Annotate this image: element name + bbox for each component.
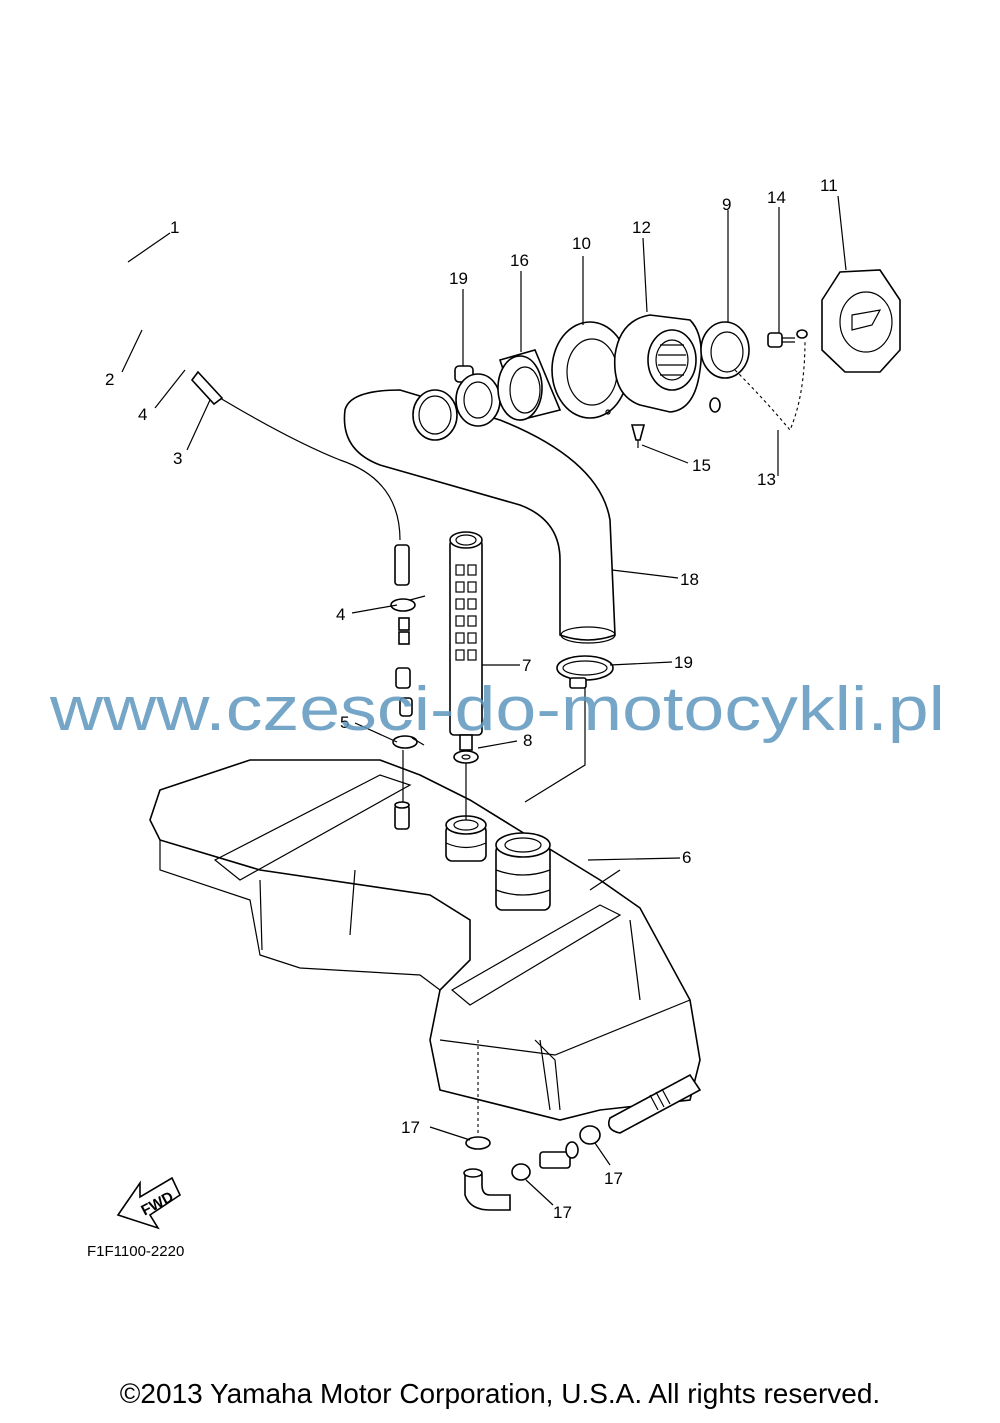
gasket-ring bbox=[412, 389, 458, 441]
clamp-17-left bbox=[465, 1040, 491, 1150]
hose-clamp-5 bbox=[392, 735, 425, 749]
callout-8: 8 bbox=[523, 731, 532, 750]
grommet-16 bbox=[497, 349, 562, 421]
cap-chain-13 bbox=[734, 339, 806, 432]
filler-neck-12 bbox=[613, 314, 703, 413]
hose-clamp-4 bbox=[390, 595, 426, 612]
clamp-17-right bbox=[579, 1125, 601, 1145]
fuel-tank bbox=[149, 759, 701, 1121]
pump-grommet bbox=[445, 815, 487, 862]
fwd-arrow: FWD bbox=[116, 1176, 182, 1230]
callout-17-bottom: 17 bbox=[553, 1203, 572, 1222]
hose-clamp-19-lower bbox=[556, 655, 614, 689]
callout-19-top: 19 bbox=[449, 269, 468, 288]
callout-17-right: 17 bbox=[604, 1169, 623, 1188]
filler-hose bbox=[343, 389, 616, 644]
clamp-17-mid bbox=[511, 1163, 531, 1181]
screw-14 bbox=[767, 329, 808, 348]
tank-vent-nipple bbox=[394, 801, 410, 830]
fuel-cap-11 bbox=[821, 269, 901, 373]
callout-6: 6 bbox=[682, 848, 691, 867]
fuel-line bbox=[190, 370, 410, 586]
callout-9: 9 bbox=[722, 195, 731, 214]
callout-11: 11 bbox=[820, 176, 838, 195]
callout-14: 14 bbox=[767, 188, 786, 207]
callout-4-mid: 4 bbox=[336, 605, 345, 624]
fuel-return-hose bbox=[607, 1073, 702, 1134]
callout-13: 13 bbox=[757, 470, 776, 489]
rivet-15 bbox=[630, 424, 646, 448]
callout-17-left: 17 bbox=[401, 1118, 420, 1137]
callout-1: 1 bbox=[170, 218, 179, 237]
callout-18: 18 bbox=[680, 570, 699, 589]
drawing-code: F1F1100-2220 bbox=[87, 1243, 184, 1260]
watermark: www.czesci-do-motocykli.pl bbox=[49, 675, 945, 744]
callout-2: 2 bbox=[105, 370, 114, 389]
callout-19-lower: 19 bbox=[674, 653, 693, 672]
washer bbox=[453, 750, 479, 764]
clamp-ring bbox=[455, 373, 501, 427]
callout-3: 3 bbox=[173, 449, 182, 468]
callout-16: 16 bbox=[510, 251, 529, 270]
callout-7: 7 bbox=[522, 656, 531, 675]
joint-fittings bbox=[395, 617, 413, 717]
callout-10: 10 bbox=[572, 234, 591, 253]
collar-9 bbox=[700, 321, 750, 413]
copyright-notice: ©2013 Yamaha Motor Corporation, U.S.A. A… bbox=[119, 1378, 881, 1409]
callout-5: 5 bbox=[340, 713, 349, 732]
drain-fitting bbox=[539, 1141, 579, 1169]
elbow-fitting bbox=[463, 1168, 511, 1211]
callout-15: 15 bbox=[692, 456, 711, 475]
plate-10 bbox=[551, 321, 629, 419]
callout-4-top: 4 bbox=[138, 405, 147, 424]
tank-filler-neck bbox=[495, 832, 551, 911]
fuel-pickup-filter bbox=[449, 531, 483, 751]
leader-lines bbox=[121, 195, 847, 1206]
callout-12: 12 bbox=[632, 218, 651, 237]
callout-numbers: 1 2 3 4 4 5 6 7 8 9 10 11 12 13 14 15 16… bbox=[105, 176, 838, 1222]
